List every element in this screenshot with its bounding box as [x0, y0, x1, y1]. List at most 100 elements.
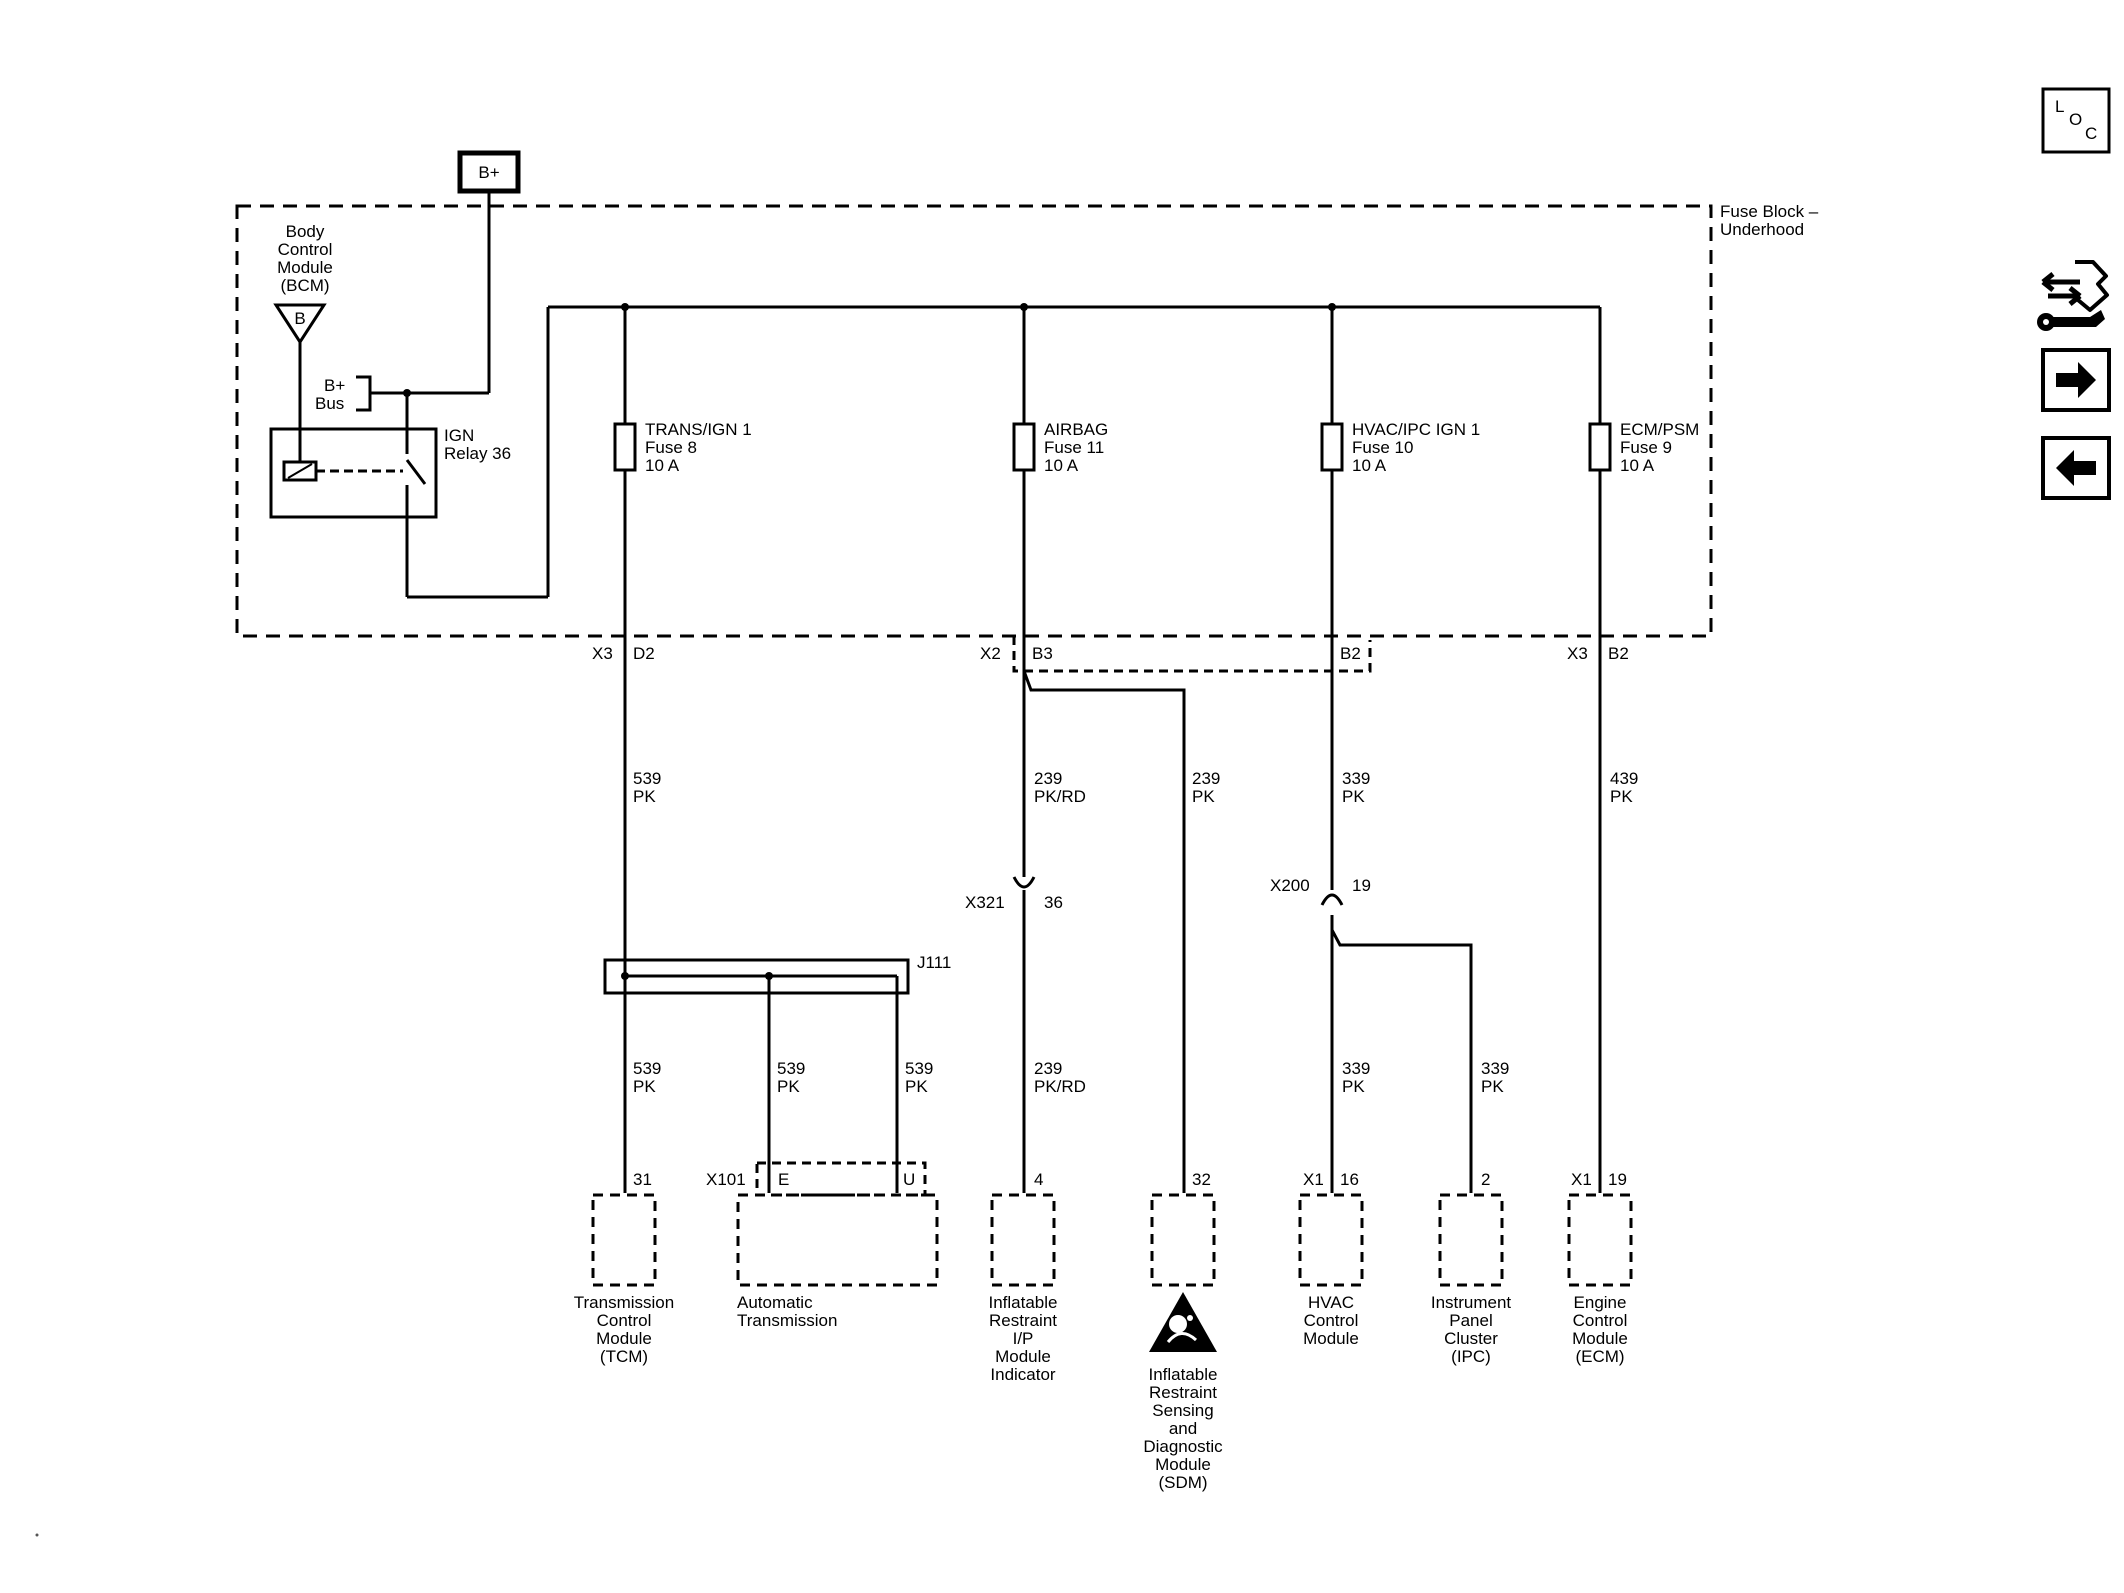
ign-relay-box [269, 427, 438, 519]
svg-text:Module: Module [1155, 1455, 1211, 1474]
bplus-bus-label: B+ [324, 376, 345, 395]
j111-junction-1 [621, 972, 629, 980]
conn-ecm-pin: B2 [1608, 644, 1629, 663]
conn-airbag-name: X2 [980, 644, 1001, 663]
fuse-airbag-number: Fuse 11 [1044, 438, 1104, 457]
airbag-warning-icon [1149, 1292, 1217, 1352]
svg-text:Module: Module [1303, 1329, 1359, 1348]
svg-text:Module: Module [1572, 1329, 1628, 1348]
ecm-box [1567, 1193, 1633, 1287]
x200-connector-symbol [1320, 893, 1344, 906]
x200-label: X200 [1270, 876, 1310, 895]
svg-text:Restraint: Restraint [1149, 1383, 1217, 1402]
power-source-label: B+ [478, 163, 499, 182]
relay-label-2: Relay 36 [444, 444, 511, 463]
c239-sdm-number: 239 [1192, 769, 1220, 788]
svg-text:Control: Control [1573, 1311, 1628, 1330]
sdm-branch-wire [1022, 670, 1186, 1193]
trans-pin-u: U [903, 1170, 915, 1189]
svg-text:Panel: Panel [1449, 1311, 1492, 1330]
hvac-name: HVAC Control Module [1303, 1293, 1359, 1348]
x321-connector-symbol [1012, 876, 1036, 889]
svg-text:Diagnostic: Diagnostic [1143, 1437, 1223, 1456]
fuse-trans-name: TRANS/IGN 1 [645, 420, 752, 439]
x200-pin: 19 [1352, 876, 1371, 895]
svg-text:(BCM): (BCM) [280, 276, 329, 295]
svg-text:Module: Module [995, 1347, 1051, 1366]
ipc-name: Instrument Panel Cluster (IPC) [1431, 1293, 1512, 1366]
bplus-bus-label-2: Bus [315, 394, 344, 413]
x321-pin: 36 [1044, 893, 1063, 912]
svg-text:and: and [1169, 1419, 1197, 1438]
ipc-box [1438, 1193, 1504, 1287]
svg-text:Body: Body [286, 222, 325, 241]
svg-text:Transmission: Transmission [737, 1311, 837, 1330]
c339-ipc-number: 339 [1481, 1059, 1509, 1078]
conn-trans-name: X3 [592, 644, 613, 663]
tcm-name: Transmission Control Module (TCM) [574, 1293, 674, 1366]
sdm-box [1150, 1193, 1216, 1287]
j111-label: J111 [917, 953, 951, 972]
svg-text:Transmission: Transmission [574, 1293, 674, 1312]
fuse-ecm [1588, 422, 1612, 472]
c239-ip-lower-color: PK/RD [1034, 1077, 1086, 1096]
trans-pin-e: E [778, 1170, 789, 1189]
c339-hvac-number: 339 [1342, 1059, 1370, 1078]
svg-text:Inflatable: Inflatable [1149, 1365, 1218, 1384]
c539-e-color: PK [777, 1077, 800, 1096]
x200-lower-wire [1330, 915, 1473, 1193]
svg-text:Control: Control [278, 240, 333, 259]
fuse-hvac-name: HVAC/IPC IGN 1 [1352, 420, 1480, 439]
conn-airbag-pin: B3 [1032, 644, 1053, 663]
fuse-hvac-number: Fuse 10 [1352, 438, 1413, 457]
svg-text:Cluster: Cluster [1444, 1329, 1498, 1348]
hvac-box [1298, 1193, 1364, 1287]
svg-text:I/P: I/P [1013, 1329, 1034, 1348]
hvac-connector: X1 [1303, 1170, 1324, 1189]
automatic-transmission-box [736, 1193, 939, 1287]
svg-text:(SDM): (SDM) [1158, 1473, 1207, 1492]
c539-upper-color: PK [633, 787, 656, 806]
conn-hvac-pin: B2 [1340, 644, 1361, 663]
arrow-left-icon[interactable] [2041, 436, 2111, 500]
conn-ecm-name: X3 [1567, 644, 1588, 663]
automatic-transmission-name: Automatic Transmission [737, 1293, 837, 1330]
svg-text:HVAC: HVAC [1308, 1293, 1354, 1312]
fuse-ecm-number: Fuse 9 [1620, 438, 1672, 457]
c539-u-color: PK [905, 1077, 928, 1096]
fuse-block-label: Fuse Block – [1720, 202, 1819, 221]
j111-splice-pack [603, 958, 910, 995]
fuse-hvac-rating: 10 A [1352, 456, 1387, 475]
c539-tcm-number: 539 [633, 1059, 661, 1078]
svg-text:Control: Control [597, 1311, 652, 1330]
tcm-box [591, 1193, 657, 1287]
c339-upper-number: 339 [1342, 769, 1370, 788]
svg-text:L: L [2055, 97, 2064, 116]
fuse-trans-number: Fuse 8 [645, 438, 697, 457]
svg-text:Sensing: Sensing [1152, 1401, 1213, 1420]
c239-sdm-color: PK [1192, 787, 1215, 806]
fuse-trans-rating: 10 A [645, 456, 680, 475]
ip-indicator-box [990, 1193, 1056, 1287]
svg-text:(ECM): (ECM) [1575, 1347, 1624, 1366]
arrow-right-icon[interactable] [2041, 348, 2111, 412]
ip-indicator-pin: 4 [1034, 1170, 1043, 1189]
service-info-icon[interactable] [2037, 260, 2109, 331]
hvac-pin: 16 [1340, 1170, 1359, 1189]
svg-text:Inflatable: Inflatable [989, 1293, 1058, 1312]
fuse-airbag [1012, 422, 1036, 472]
c539-upper-number: 539 [633, 769, 661, 788]
c339-upper-color: PK [1342, 787, 1365, 806]
loc-button[interactable]: L O C [2041, 87, 2111, 154]
ip-indicator-name: Inflatable Restraint I/P Module Indicato… [989, 1293, 1058, 1384]
svg-text:Engine: Engine [1574, 1293, 1627, 1312]
bcm-terminal-triangle [273, 303, 327, 345]
c339-ipc-color: PK [1481, 1077, 1504, 1096]
svg-text:Restraint: Restraint [989, 1311, 1057, 1330]
fuse-block-label-2: Underhood [1720, 220, 1804, 239]
c539-u-number: 539 [905, 1059, 933, 1078]
c439-color: PK [1610, 787, 1633, 806]
fuse-trans [613, 422, 637, 472]
c239-ip-upper-color: PK/RD [1034, 787, 1086, 806]
